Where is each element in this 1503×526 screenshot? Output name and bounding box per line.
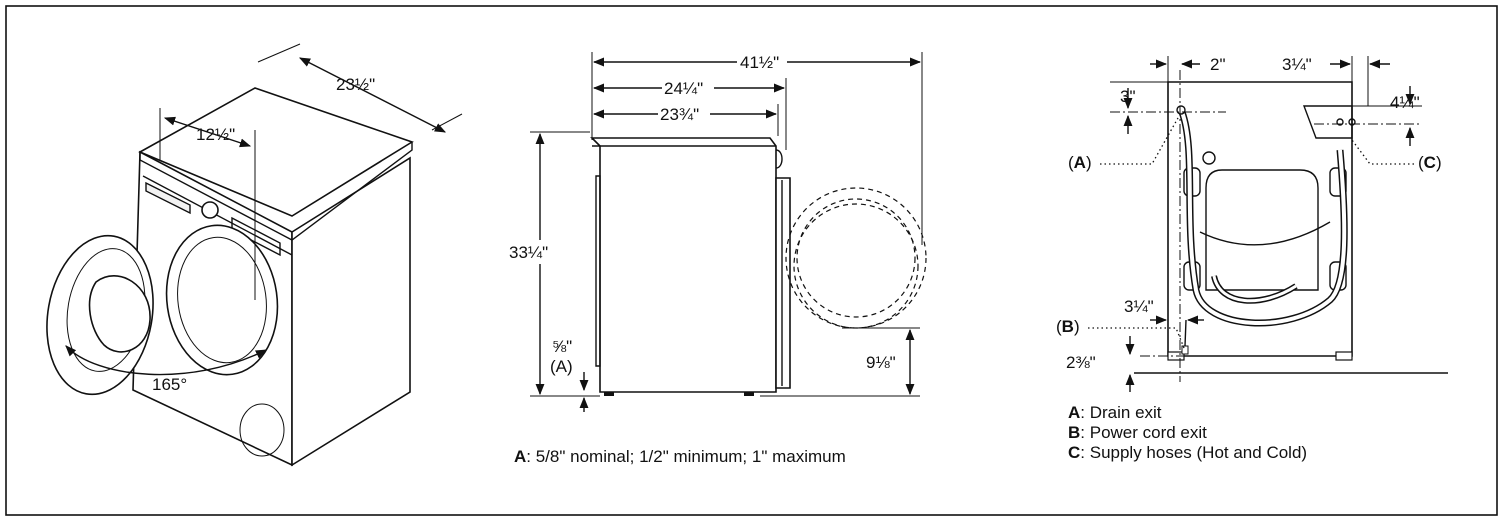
rear-foot-right (1335, 351, 1353, 361)
porthole-glass (177, 236, 267, 364)
width-dim-line (163, 116, 252, 148)
rear-access-panel (1205, 169, 1319, 291)
marker-b-key: B (1062, 317, 1074, 336)
note-text: : 5/8" nominal; 1/2" minimum; 1" maximum (526, 447, 845, 466)
foot-right (744, 392, 754, 396)
door-swing-inner (796, 198, 916, 318)
legend-key: A (1068, 403, 1080, 422)
leader-a (1100, 117, 1179, 165)
control-knob (201, 201, 219, 219)
dim-ext (257, 43, 301, 63)
side-door (775, 177, 791, 389)
legend-text: : Drain exit (1080, 403, 1162, 422)
legend-item: A: Drain exit (1068, 403, 1162, 422)
power-cord-exit (1181, 345, 1189, 355)
side-body (590, 137, 777, 393)
angle-label: 165° (152, 375, 187, 394)
label-bg (508, 240, 572, 264)
dim-4-25-label: 4¼" (1390, 93, 1420, 112)
foot-marker-label: (A) (550, 357, 573, 376)
side-view: 41½" 24¼" 23¾" 33¼" ⅝" (A) (508, 52, 927, 466)
door-swing-circle (785, 187, 927, 329)
dim-3-25-top-label: 3¼" (1282, 55, 1312, 74)
dim-3-25-low-label: 3¼" (1124, 297, 1154, 316)
dim-3-label: 3" (1120, 87, 1136, 106)
legend-text: : Supply hoses (Hot and Cold) (1080, 443, 1307, 462)
hose-loop-inner (1212, 275, 1297, 303)
legend-key: B (1068, 423, 1080, 442)
foot-note: A: 5/8" nominal; 1/2" minimum; 1" maximu… (514, 447, 846, 466)
body-depth-label: 23¾" (660, 105, 699, 124)
marker-c: (C) (1418, 153, 1442, 172)
valve (1348, 118, 1356, 126)
door-depth-label: 24¼" (664, 79, 703, 98)
supply-valve-box (1302, 105, 1353, 139)
marker-a-key: A (1074, 153, 1086, 172)
legend-item: B: Power cord exit (1068, 423, 1207, 442)
marker-a: (A) (1068, 153, 1092, 172)
depth-dim-label: 23½" (336, 75, 375, 94)
label-bg (662, 78, 714, 98)
overall-depth-label: 41½" (740, 53, 779, 72)
marker-b: (B) (1056, 317, 1080, 336)
width-dim-label: 12½" (196, 125, 235, 144)
door-swing-mid (793, 203, 919, 329)
label-bg (658, 104, 710, 124)
label-bg (878, 352, 906, 372)
foot-dim-label: ⅝" (552, 337, 572, 356)
power-cord (1184, 319, 1187, 347)
dim-2-375-label: 2⅜" (1066, 353, 1096, 372)
note-key: A (514, 447, 526, 466)
side-knob (775, 149, 783, 169)
depth-dim-line (299, 57, 446, 133)
washer-side-face (291, 156, 411, 467)
legend-text: : Power cord exit (1080, 423, 1207, 442)
dim-2-label: 2" (1210, 55, 1226, 74)
clearance-label: 9⅛" (866, 353, 896, 372)
perspective-view: 23½" 12½" 165° (46, 43, 463, 467)
rear-body (1167, 81, 1353, 357)
legend-item: C: Supply hoses (Hot and Cold) (1068, 443, 1307, 462)
detergent-drawer (145, 181, 191, 215)
drain-hose-inner (1180, 111, 1347, 325)
service-panel (239, 403, 285, 457)
display-panel (231, 216, 281, 257)
drain-exit (1176, 105, 1186, 115)
legend-key: C (1068, 443, 1080, 462)
rear-legend: A: Drain exit B: Power cord exit C: Supp… (1068, 403, 1307, 462)
foot-left (604, 392, 614, 396)
rear-view: 2" 3¼" 3" 4¼" (A) (C) 3¼" (B) 2⅜" A: Dra… (1056, 55, 1448, 462)
label-bg (737, 52, 787, 72)
porthole-ring (165, 224, 279, 376)
height-label: 33¼" (509, 243, 548, 262)
top-edge (139, 142, 413, 241)
rear-panel (595, 175, 601, 367)
leader-c (1351, 139, 1414, 165)
door-swing-arc (65, 345, 268, 376)
control-panel-line (142, 175, 293, 256)
frame-border (5, 5, 1498, 516)
valve (1336, 118, 1344, 126)
rear-arc (1199, 221, 1331, 246)
bolt (1202, 151, 1216, 165)
marker-c-key: C (1424, 153, 1436, 172)
